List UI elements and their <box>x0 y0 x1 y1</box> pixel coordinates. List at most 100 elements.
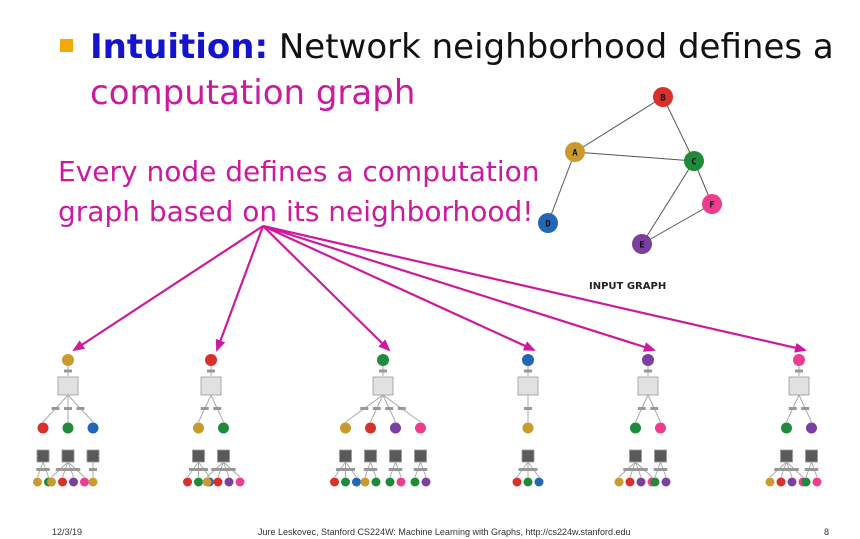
tree-F-leaf-E-C <box>801 477 811 487</box>
arrow-to-tree-B <box>215 225 265 352</box>
graph-edge-A-C <box>574 151 695 162</box>
tree-F-leaf-E-F <box>812 477 822 487</box>
tree-E-leaf-link-FE-weight <box>659 468 668 471</box>
tree-F-leaf-C-E <box>787 477 797 487</box>
footer-date: 12/3/19 <box>52 527 83 537</box>
tree-A-node-D <box>87 422 99 434</box>
tree-C-leaf-link-EF-weight <box>394 468 403 471</box>
tree-F-leaf-link-CB-weight <box>779 468 788 471</box>
graph-node-B <box>653 87 673 107</box>
tree-E-leaf-link-CB-weight <box>628 468 637 471</box>
arrow-to-tree-E <box>262 224 656 352</box>
tree-A-link-D-weight <box>76 407 85 410</box>
tree-E-aggregator-F <box>654 449 667 463</box>
tree-F-link-E-weight <box>801 407 810 410</box>
graph-node-D <box>538 213 558 233</box>
tree-C-leaf-link-BA-weight <box>363 468 372 471</box>
tree-F-leaf-C-A <box>765 477 775 487</box>
tree-B-leaf-A-C <box>194 477 203 487</box>
tree-B-node-A <box>193 422 204 434</box>
callout-line-2: graph based on its neighborhood! <box>58 195 534 228</box>
tree-D-node-A <box>522 422 534 434</box>
tree-C-leaf-link-BC-weight <box>369 468 378 471</box>
tree-A-aggregator-D <box>86 449 100 463</box>
tree-E-link-F-weight <box>650 407 659 410</box>
tree-B-leaf-A-B <box>183 477 192 487</box>
tree-F-aggregator-E <box>805 449 818 463</box>
tree-C-link-B-weight <box>372 407 381 410</box>
tree-C-node-A <box>340 422 351 434</box>
tree-F-leaf-link-EF-weight <box>810 468 819 471</box>
tree-B-leaf-C-A <box>202 477 212 487</box>
tree-A-leaf-C-B <box>58 477 67 487</box>
tree-C-leaf-A-B <box>330 477 339 487</box>
tree-D-root <box>522 354 534 366</box>
tree-B-aggregator-C <box>217 449 230 463</box>
tree-C-leaf-link-AC-weight <box>341 468 350 471</box>
graph-node-E <box>632 234 652 254</box>
tree-C-node-F <box>415 422 426 434</box>
tree-D-root-link-weight <box>524 369 532 373</box>
tree-F-root <box>793 354 805 366</box>
tree-B-leaf-link-CA-weight <box>211 468 220 471</box>
tree-B-link-C-weight <box>213 407 222 410</box>
computation-graphs <box>33 354 822 487</box>
tree-A-root <box>62 354 74 366</box>
graph-node-label-E: E <box>639 241 644 251</box>
tree-A-leaf-link-CE-weight <box>66 468 75 471</box>
tree-E-leaf-C-B <box>625 477 635 487</box>
tree-E-leaf-F-E <box>661 477 671 487</box>
tree-A-leaf-link-CF-weight <box>72 468 81 471</box>
tree-C-aggregator-A <box>339 449 352 463</box>
tree-C-link-F-weight <box>397 407 406 410</box>
tree-A-node-B <box>37 422 49 434</box>
tree-D-leaf-A-D <box>534 477 544 487</box>
tree-A-aggregator-B <box>36 449 50 463</box>
graph-edge-A-D <box>547 151 576 224</box>
tree-C-leaf-link-FC-weight <box>413 468 422 471</box>
tree-D-leaf-A-B <box>512 477 522 487</box>
tree-B-leaf-link-CB-weight <box>216 468 225 471</box>
graph-node-label-F: F <box>709 201 714 211</box>
tree-A-root-link-weight <box>64 369 72 373</box>
tree-D-leaf-A-C <box>523 477 533 487</box>
title-text: Network neighborhood defines a <box>268 27 834 67</box>
tree-B-root <box>205 354 217 366</box>
tree-F-link-C-weight <box>788 407 797 410</box>
tree-D-leaf-link-AD-weight <box>529 468 538 471</box>
tree-C-leaf-link-AB-weight <box>336 468 344 471</box>
tree-C-leaf-link-EC-weight <box>388 468 397 471</box>
graph-node-label-D: D <box>545 220 551 230</box>
tree-E-aggregator <box>637 376 659 396</box>
callout-line-1: Every node defines a computation <box>58 155 540 188</box>
tree-C-aggregator-F <box>414 449 427 463</box>
tree-B-leaf-C-B <box>213 477 223 487</box>
tree-C-leaf-A-C <box>341 477 350 487</box>
tree-A-link-B-weight <box>51 407 60 410</box>
graph-node-F <box>702 194 722 214</box>
tree-D-aggregator-A <box>521 449 535 463</box>
page-number: 8 <box>824 527 830 537</box>
tree-C-leaf-A-D <box>352 477 361 487</box>
title-line-2: computation graph <box>90 73 416 113</box>
tree-C-aggregator-B <box>364 449 377 463</box>
graph-edge-A-B <box>574 96 664 153</box>
tree-A-leaf-D-A <box>88 477 98 487</box>
tree-E-leaf-F-C <box>650 477 660 487</box>
tree-F-leaf-link-CE-weight <box>785 468 794 471</box>
tree-B-aggregator-A <box>192 449 205 463</box>
tree-B-link-A-weight <box>200 407 209 410</box>
tree-C-link-A-weight <box>360 407 369 410</box>
slide-title: Intuition: Network neighborhood defines … <box>90 26 834 68</box>
tree-A-link-C-weight <box>64 407 72 410</box>
graph-edge-C-E <box>641 160 695 245</box>
tree-F-node-C <box>781 422 792 434</box>
tree-C-link-E-weight <box>385 407 394 410</box>
tree-A-leaf-link-CA-weight <box>55 468 64 471</box>
callout-text: Every node defines a computation graph b… <box>58 152 540 232</box>
tree-B-leaf-link-CF-weight <box>227 468 236 471</box>
tree-C-node-B <box>365 422 376 434</box>
tree-C-aggregator <box>372 376 394 396</box>
tree-D-leaf-link-AB-weight <box>518 468 527 471</box>
